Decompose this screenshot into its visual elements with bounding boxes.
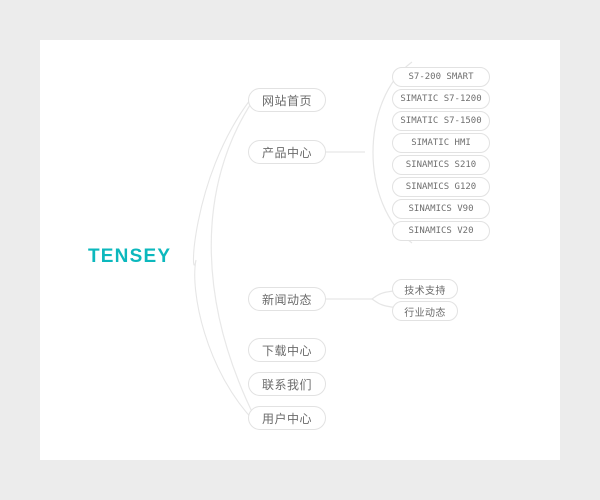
node-contact-us[interactable]: 联系我们 [248,372,326,396]
product-item-label: SINAMICS V20 [408,226,474,236]
node-label: 新闻动态 [261,292,312,307]
product-item-sinamics-g120[interactable]: SINAMICS G120 [392,177,490,197]
node-website-home[interactable]: 网站首页 [248,88,326,112]
brand-logo: TENSEY [88,246,172,267]
node-label: 产品中心 [261,145,312,160]
news-item-tech-support[interactable]: 技术支持 [392,279,458,299]
node-news[interactable]: 新闻动态 [248,287,326,311]
spine-arc-main [192,99,256,423]
product-item-label: SINAMICS G120 [405,182,477,192]
product-item-s7-200-smart[interactable]: S7-200 SMART [392,67,490,87]
product-item-sinamics-v20[interactable]: SINAMICS V20 [392,221,490,241]
product-item-sinamics-s210[interactable]: SINAMICS S210 [392,155,490,175]
product-item-label: SINAMICS S210 [405,160,477,170]
node-download-center[interactable]: 下载中心 [248,338,326,362]
product-item-simatic-s7-1200[interactable]: SIMATIC S7-1200 [392,89,490,109]
product-item-simatic-hmi[interactable]: SIMATIC HMI [392,133,490,153]
product-item-simatic-s7-1500[interactable]: SIMATIC S7-1500 [392,111,490,131]
product-item-label: SINAMICS V90 [408,204,474,214]
node-label: 下载中心 [261,343,312,358]
product-item-label: SIMATIC S7-1500 [400,116,482,126]
news-item-label: 行业动态 [404,307,446,319]
node-label: 联系我们 [261,377,312,392]
node-label: 用户中心 [261,411,312,426]
news-item-industry-news[interactable]: 行业动态 [392,301,458,321]
product-item-sinamics-v90[interactable]: SINAMICS V90 [392,199,490,219]
product-item-label: S7-200 SMART [408,72,474,82]
node-user-center[interactable]: 用户中心 [248,406,326,430]
node-product-center[interactable]: 产品中心 [248,140,326,164]
node-label: 网站首页 [261,93,312,108]
news-item-label: 技术支持 [404,285,446,297]
product-item-label: SIMATIC S7-1200 [400,94,482,104]
product-item-label: SIMATIC HMI [411,138,471,148]
diagram-canvas: TENSEY 网站首页 产品中心 新闻动态 下载中心 联系我们 用户中心 S7-… [40,40,560,460]
